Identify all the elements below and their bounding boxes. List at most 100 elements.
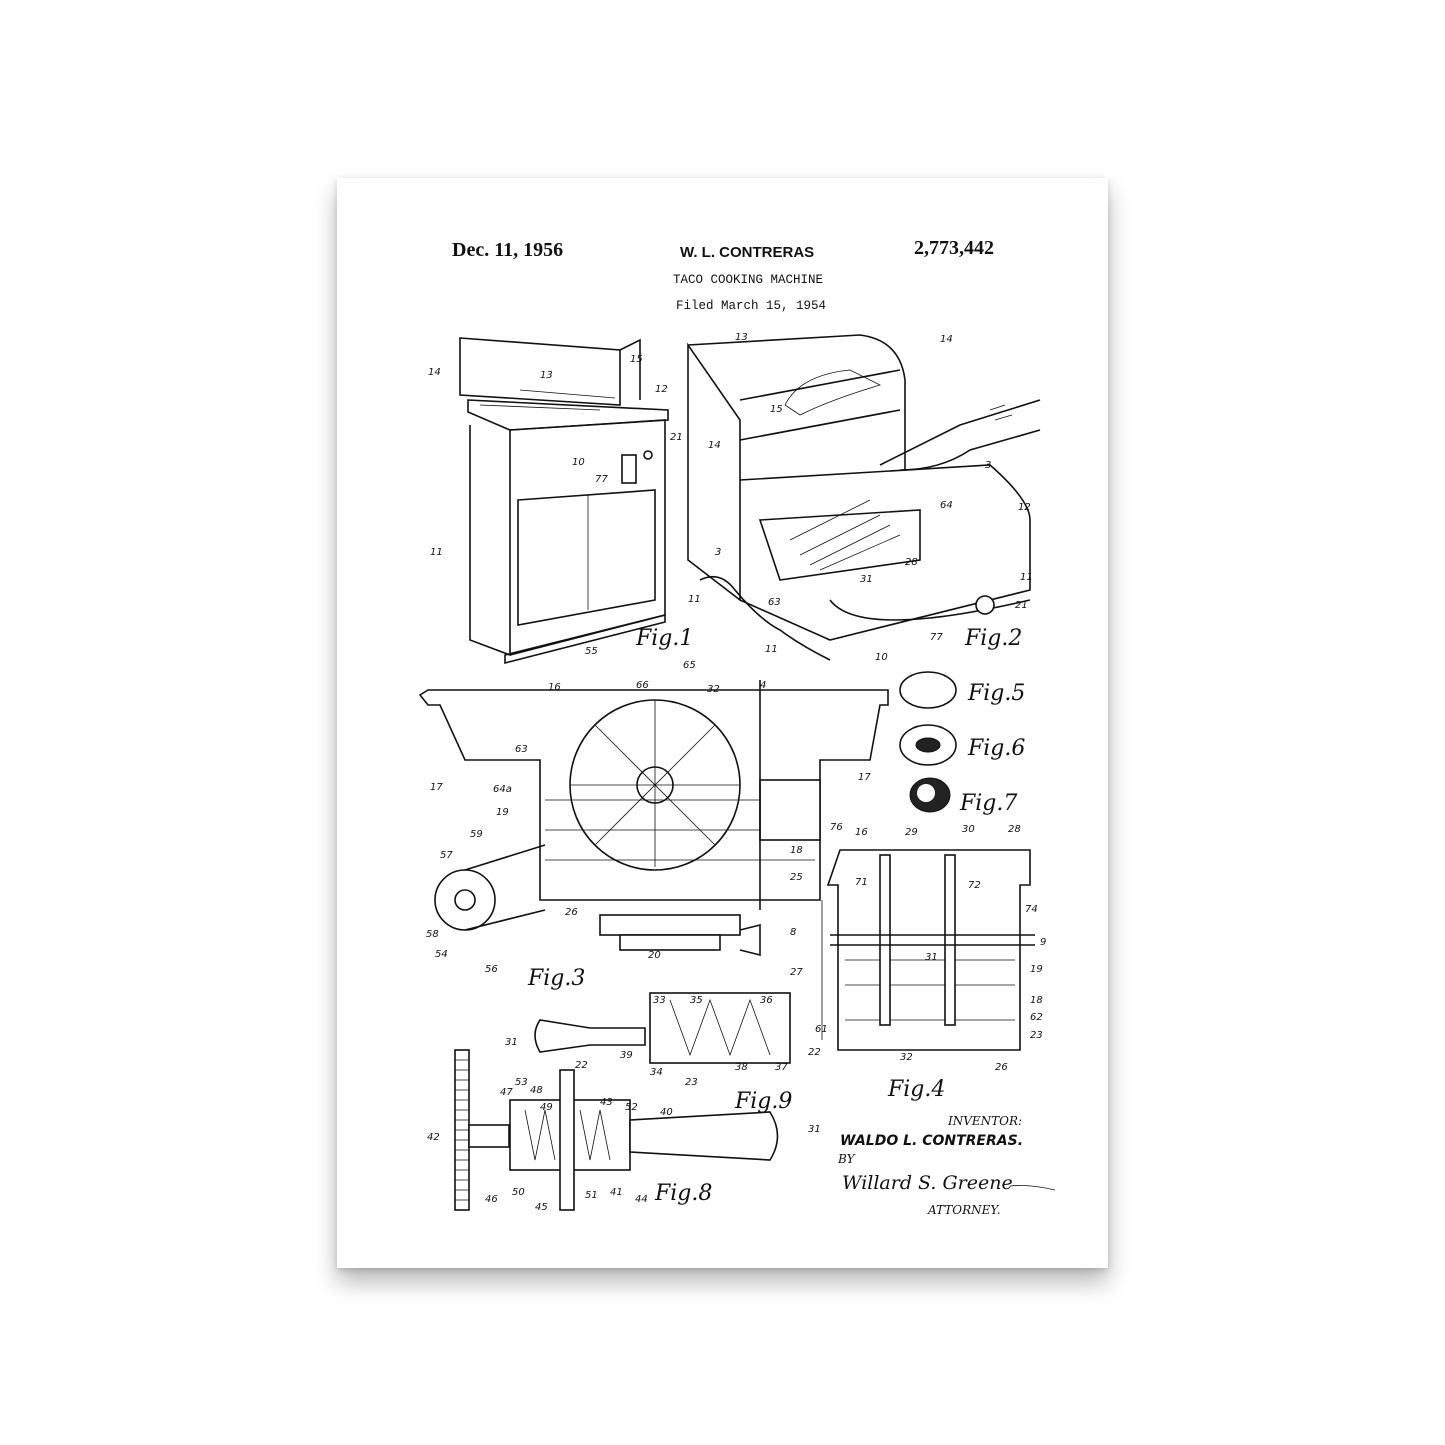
svg-text:27: 27	[790, 967, 803, 978]
svg-text:28: 28	[1008, 824, 1021, 835]
svg-text:19: 19	[1030, 964, 1043, 975]
svg-text:13: 13	[735, 332, 748, 343]
svg-text:38: 38	[735, 1062, 748, 1073]
svg-text:58: 58	[426, 929, 439, 940]
fig-6-label: Fig.6	[967, 736, 1025, 761]
svg-text:61: 61	[815, 1024, 828, 1035]
svg-text:15: 15	[630, 354, 643, 365]
svg-text:65: 65	[683, 660, 696, 671]
svg-text:63: 63	[768, 597, 781, 608]
filed-date: Filed March 15, 1954	[676, 299, 826, 313]
svg-text:17: 17	[858, 772, 871, 783]
svg-text:59: 59	[470, 829, 483, 840]
inventor-label: INVENTOR:	[947, 1114, 1022, 1128]
svg-text:25: 25	[790, 872, 803, 883]
svg-text:26: 26	[995, 1062, 1008, 1073]
fig-8-label: Fig.8	[654, 1181, 712, 1206]
signature-flourish	[1009, 1185, 1056, 1191]
svg-text:36: 36	[760, 995, 773, 1006]
svg-text:23: 23	[1030, 1030, 1043, 1041]
svg-text:71: 71	[855, 877, 868, 888]
svg-text:37: 37	[775, 1062, 788, 1073]
svg-text:14: 14	[428, 367, 441, 378]
svg-text:31: 31	[505, 1037, 518, 1048]
svg-text:52: 52	[625, 1102, 638, 1113]
fig-5-label: Fig.5	[967, 681, 1025, 706]
svg-text:31: 31	[860, 574, 873, 585]
svg-text:56: 56	[485, 964, 498, 975]
svg-text:29: 29	[905, 827, 918, 838]
svg-text:11: 11	[430, 547, 443, 558]
svg-text:8: 8	[790, 927, 796, 938]
svg-text:64: 64	[940, 500, 953, 511]
svg-text:41: 41	[610, 1187, 623, 1198]
fig-9-label: Fig.9	[734, 1089, 792, 1114]
svg-text:12: 12	[1018, 502, 1031, 513]
svg-text:22: 22	[575, 1060, 588, 1071]
svg-text:32: 32	[707, 684, 720, 695]
svg-text:19: 19	[496, 807, 509, 818]
by-label: BY	[837, 1152, 856, 1166]
svg-text:66: 66	[636, 680, 649, 691]
attorney-signature: Willard S. Greene	[842, 1172, 1013, 1194]
svg-text:51: 51	[585, 1190, 598, 1201]
svg-text:4: 4	[760, 680, 766, 691]
signature-block: INVENTOR: WALDO L. CONTRERAS. BY Willard…	[837, 1114, 1056, 1217]
svg-text:46: 46	[485, 1194, 498, 1205]
fig-3-label: Fig.3	[527, 966, 585, 991]
svg-text:10: 10	[875, 652, 888, 663]
svg-text:64a: 64a	[493, 784, 512, 795]
svg-text:14: 14	[940, 334, 953, 345]
svg-text:32: 32	[900, 1052, 913, 1063]
patent-number: 2,773,442	[914, 237, 994, 259]
svg-text:55: 55	[585, 646, 598, 657]
svg-text:53: 53	[515, 1077, 528, 1088]
svg-text:20: 20	[648, 950, 661, 961]
svg-text:47: 47	[500, 1087, 513, 1098]
svg-text:43: 43	[600, 1097, 613, 1108]
svg-text:49: 49	[540, 1102, 553, 1113]
svg-text:72: 72	[968, 880, 981, 891]
svg-text:16: 16	[855, 827, 868, 838]
svg-text:39: 39	[620, 1050, 633, 1061]
svg-text:23: 23	[685, 1077, 698, 1088]
fig-4-label: Fig.4	[887, 1077, 945, 1102]
fig-1-label: Fig.1	[635, 626, 693, 651]
svg-text:44: 44	[635, 1194, 648, 1205]
svg-text:74: 74	[1025, 904, 1038, 915]
svg-text:30: 30	[962, 824, 975, 835]
svg-text:11: 11	[765, 644, 778, 655]
svg-text:18: 18	[1030, 995, 1043, 1006]
svg-text:57: 57	[440, 850, 453, 861]
svg-text:77: 77	[595, 474, 608, 485]
svg-text:16: 16	[548, 682, 561, 693]
svg-text:76: 76	[830, 822, 843, 833]
svg-text:45: 45	[535, 1202, 548, 1213]
svg-text:50: 50	[512, 1187, 525, 1198]
svg-text:13: 13	[540, 370, 553, 381]
svg-text:28: 28	[905, 557, 918, 568]
inventor-name: WALDO L. CONTRERAS.	[840, 1133, 1023, 1149]
svg-text:31: 31	[808, 1124, 821, 1135]
svg-text:15: 15	[770, 404, 783, 415]
svg-text:10: 10	[572, 457, 585, 468]
attorney-label: ATTORNEY.	[927, 1203, 1001, 1217]
inventor-header: W. L. CONTRERAS	[680, 244, 814, 261]
svg-text:77: 77	[930, 632, 943, 643]
patent-title: TACO COOKING MACHINE	[673, 273, 823, 287]
svg-text:40: 40	[660, 1107, 673, 1118]
svg-text:35: 35	[690, 995, 703, 1006]
fig-7-label: Fig.7	[959, 791, 1017, 816]
svg-text:62: 62	[1030, 1012, 1043, 1023]
fig-2-label: Fig.2	[964, 626, 1022, 651]
svg-text:3: 3	[985, 460, 991, 471]
svg-text:3: 3	[715, 547, 721, 558]
svg-text:31: 31	[925, 952, 938, 963]
